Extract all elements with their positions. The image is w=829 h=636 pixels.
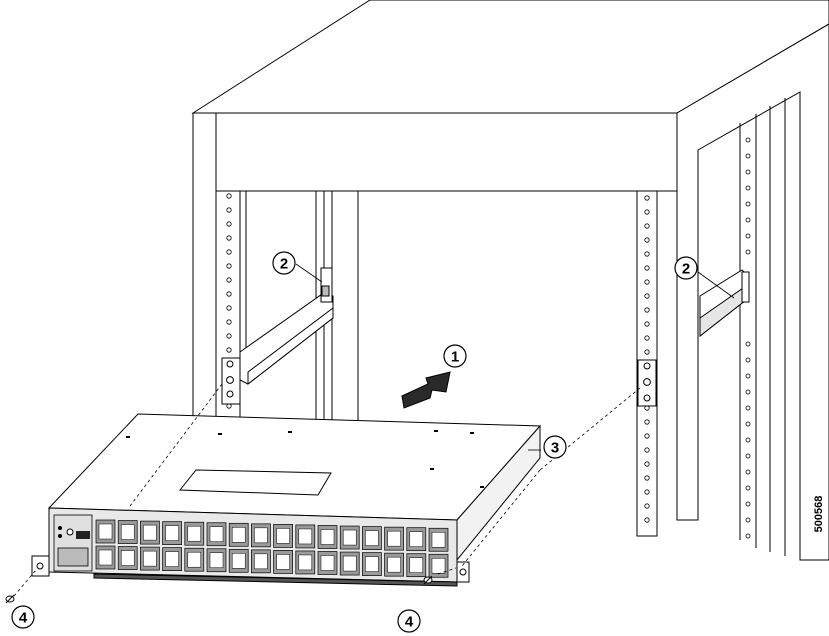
chassis-vent — [93, 573, 458, 587]
right-post-holes — [644, 195, 650, 523]
rack-right-side — [676, 23, 829, 561]
arrow-icon — [401, 371, 451, 409]
screw-icon — [5, 594, 15, 604]
port-grid — [95, 519, 449, 578]
right-rack-ear — [637, 359, 657, 407]
port-opening — [387, 556, 401, 573]
callout-2a-label: 2 — [280, 256, 288, 273]
callout-4b-label: 4 — [405, 614, 414, 631]
port-opening — [298, 554, 313, 571]
callout-2b-label: 2 — [682, 261, 690, 278]
callout-4b-circle — [397, 609, 421, 633]
port-opening — [320, 555, 335, 571]
port-opening — [365, 556, 379, 572]
port-opening — [187, 525, 202, 542]
callout-4a-label: 4 — [19, 610, 28, 627]
port-opening — [409, 531, 424, 547]
port-opening — [165, 551, 179, 567]
port-opening — [276, 528, 290, 544]
port-opening — [165, 525, 179, 541]
rear-post-holes — [745, 137, 751, 539]
callout-2b-circle — [674, 256, 698, 280]
port-opening — [431, 532, 446, 548]
callout-3-label: 3 — [551, 440, 559, 457]
port-opening — [187, 551, 202, 568]
port-opening — [231, 553, 246, 569]
port-opening — [209, 526, 224, 542]
port-opening — [365, 530, 379, 546]
port-opening — [143, 550, 157, 567]
left-slider-rail — [221, 267, 334, 405]
chassis-right-ear — [456, 561, 470, 583]
figure-id: 500568 — [813, 496, 825, 533]
port-opening — [276, 554, 290, 570]
callout-1-circle — [443, 344, 467, 368]
port-opening — [98, 549, 113, 566]
rack-front-header — [215, 112, 678, 192]
chassis-top-label — [178, 469, 332, 496]
port-opening — [254, 553, 268, 570]
port-opening — [342, 555, 357, 572]
port-opening — [342, 529, 357, 546]
port-opening — [431, 558, 446, 574]
port-opening — [387, 530, 401, 547]
rack-frame — [191, 0, 829, 561]
port-opening — [231, 527, 246, 543]
port-opening — [298, 528, 313, 545]
chassis-left-ear — [31, 555, 50, 577]
port-opening — [254, 527, 268, 544]
status-led — [58, 526, 62, 530]
callout-leaders — [295, 263, 735, 451]
callout-4a-circle — [11, 605, 35, 629]
port-opening — [98, 523, 113, 540]
right-slider-rail — [699, 269, 750, 338]
port-opening — [409, 557, 424, 573]
callout-1-label: 1 — [451, 349, 459, 366]
front-panel — [53, 514, 93, 572]
alignment-guides — [13, 383, 641, 597]
chassis-top — [47, 413, 542, 521]
callout-3-circle — [543, 435, 567, 459]
port-opening — [209, 552, 224, 568]
port-opening — [320, 529, 335, 545]
port-opening — [120, 550, 135, 566]
port-opening — [120, 524, 135, 540]
port-opening — [143, 524, 157, 541]
callout-2a-circle — [272, 251, 296, 275]
screw-icon — [423, 575, 433, 585]
